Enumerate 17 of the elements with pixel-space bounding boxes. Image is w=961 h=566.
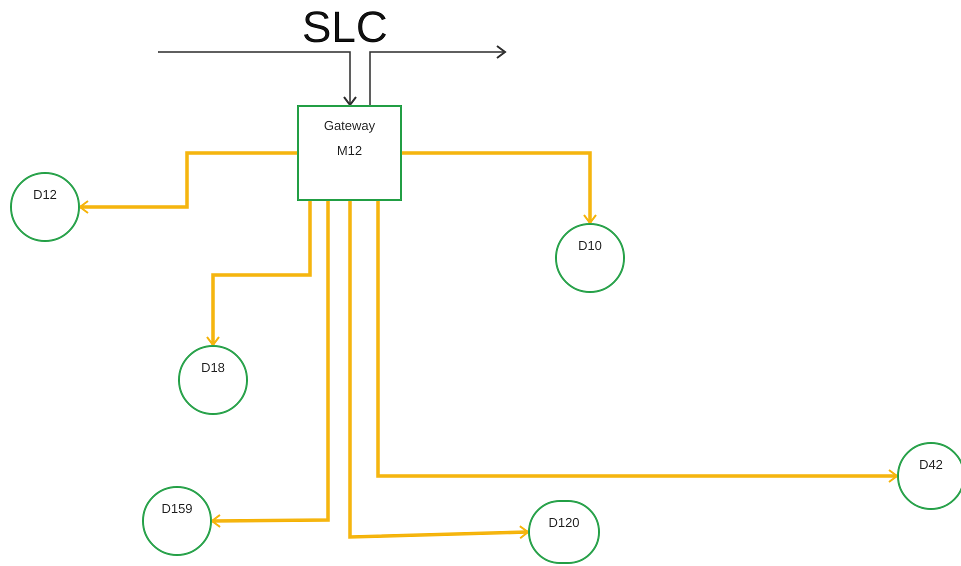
arrow: [402, 151, 597, 224]
node-text: D18: [201, 361, 225, 374]
arrow: [206, 201, 312, 346]
gateway-box: [297, 105, 402, 201]
arrow: [369, 45, 506, 105]
arrow: [348, 201, 529, 540]
node-text: D120: [548, 516, 580, 529]
node-text: D10: [578, 239, 602, 252]
node-text: D159: [161, 502, 193, 515]
arrow: [376, 201, 898, 483]
node-text: D12: [33, 188, 57, 201]
arrow: [158, 51, 357, 106]
node-text: Gateway: [324, 119, 376, 132]
node-text: M12: [336, 144, 362, 157]
arrow: [211, 201, 330, 528]
arrow: [79, 151, 297, 214]
node-text: D42: [919, 458, 943, 471]
